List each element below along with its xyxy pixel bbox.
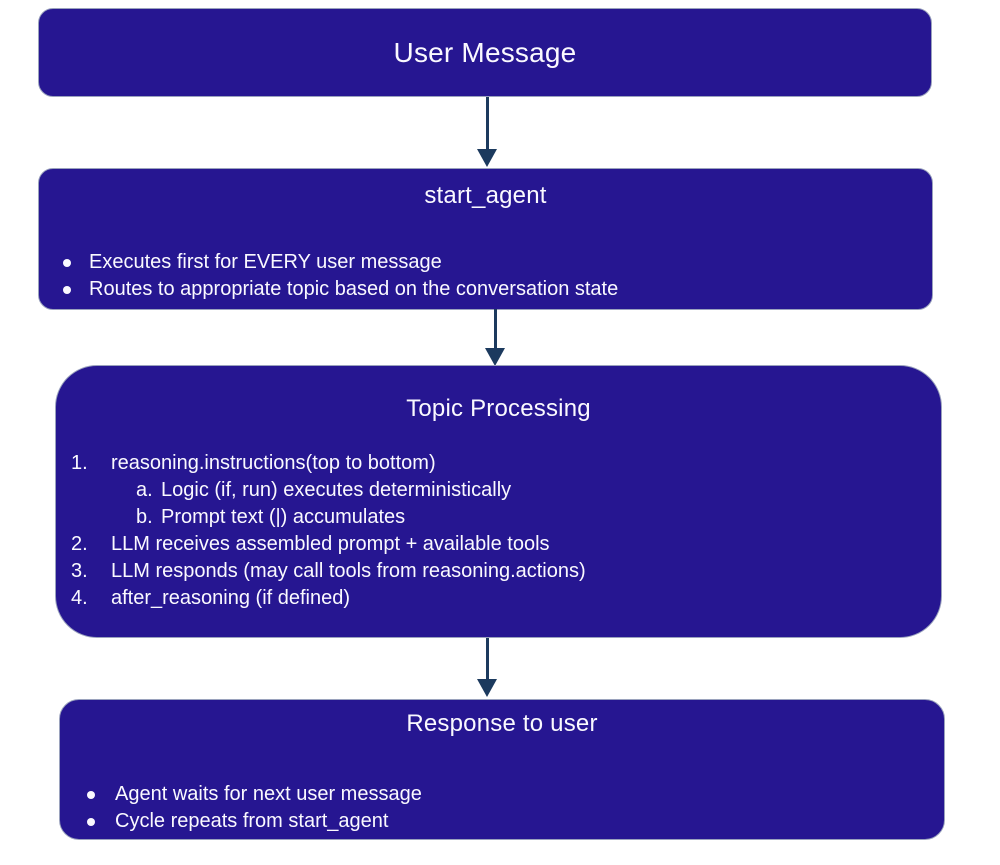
node-title-user-message: User Message [393, 36, 577, 68]
list-item-text: reasoning.instructions(top to bottom) [111, 452, 436, 474]
arrow-line [485, 638, 489, 679]
list-item: b. Prompt text (|) accumulates [56, 504, 941, 531]
arrow-line [485, 97, 489, 149]
arrow-down-icon [477, 679, 497, 697]
arrow-down-icon [485, 348, 505, 366]
node-title-response-to-user: Response to user [406, 710, 598, 737]
list-item: Routes to appropriate topic based on the… [39, 276, 932, 303]
list-item-text: Prompt text (|) accumulates [161, 506, 406, 528]
arrow-down-icon [477, 149, 497, 167]
node-title-start-agent: start_agent [424, 182, 547, 209]
list-marker: 4. [71, 587, 88, 609]
list-marker: 1. [71, 452, 88, 474]
node-response-to-user: Response to user Agent waits for next us… [59, 699, 945, 840]
list-item: Agent waits for next user message [60, 781, 944, 808]
list-marker: 3. [71, 560, 88, 582]
flow-arrow-2 [485, 309, 505, 366]
node-title-topic-processing: Topic Processing [406, 395, 591, 422]
flow-arrow-1 [477, 97, 497, 167]
start-agent-bullet-list: Executes first for EVERY user message Ro… [39, 249, 932, 303]
list-item: a. Logic (if, run) executes deterministi… [56, 477, 941, 504]
node-user-message: User Message [38, 8, 932, 97]
list-item: Executes first for EVERY user message [39, 249, 932, 276]
response-bullet-list: Agent waits for next user message Cycle … [60, 781, 944, 835]
node-start-agent: start_agent Executes first for EVERY use… [38, 168, 933, 310]
list-item-text: after_reasoning (if defined) [111, 587, 351, 609]
list-item: 2. LLM receives assembled prompt + avail… [56, 531, 941, 558]
list-item: 1. reasoning.instructions(top to bottom) [56, 450, 941, 477]
list-marker: 2. [71, 533, 88, 555]
list-item: 3. LLM responds (may call tools from rea… [56, 558, 941, 585]
arrow-line [493, 309, 497, 348]
list-marker: b. [136, 506, 153, 528]
list-item-text: Logic (if, run) executes deterministical… [161, 479, 512, 501]
node-topic-processing: Topic Processing 1. reasoning.instructio… [55, 365, 942, 638]
list-item-text: LLM responds (may call tools from reason… [111, 560, 586, 582]
list-item-text: LLM receives assembled prompt + availabl… [111, 533, 550, 555]
list-item: Cycle repeats from start_agent [60, 808, 944, 835]
list-marker: a. [136, 479, 153, 501]
list-item: 4. after_reasoning (if defined) [56, 585, 941, 612]
flow-arrow-3 [477, 638, 497, 697]
topic-processing-outline-list: 1. reasoning.instructions(top to bottom)… [56, 450, 941, 612]
